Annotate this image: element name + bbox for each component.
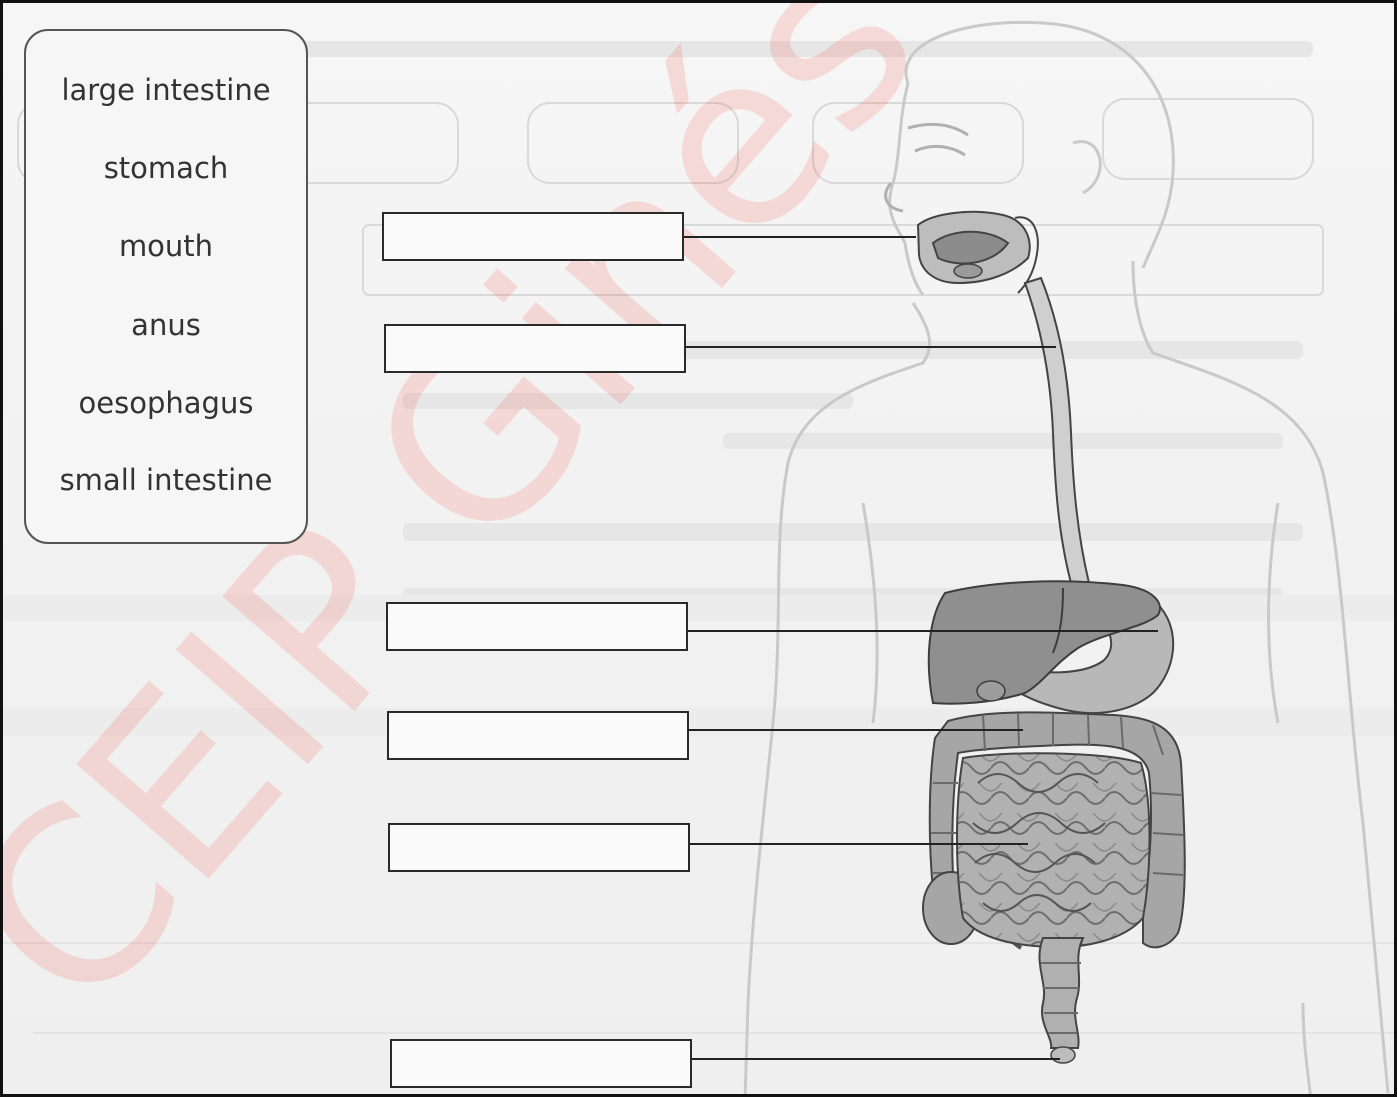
answer-box-mouth[interactable]	[382, 212, 684, 261]
word-bank: large intestine stomach mouth anus oesop…	[24, 29, 308, 544]
answer-box-oesophagus[interactable]	[384, 324, 686, 373]
word-large-intestine: large intestine	[26, 76, 306, 105]
face-features	[886, 124, 968, 211]
leader-line-anus	[692, 1058, 1060, 1060]
leader-line-small-intestine	[690, 843, 1028, 845]
leader-line-oesophagus	[686, 346, 1056, 348]
rectum-anus-organ	[1039, 938, 1083, 1063]
word-small-intestine: small intestine	[26, 466, 306, 495]
leader-line-mouth	[684, 236, 916, 238]
answer-box-small-intestine[interactable]	[388, 823, 690, 872]
leader-line-large-intestine	[689, 729, 1023, 731]
word-oesophagus: oesophagus	[26, 389, 306, 418]
word-anus: anus	[26, 311, 306, 340]
mouth-organ	[918, 212, 1038, 293]
word-stomach: stomach	[26, 154, 306, 183]
answer-box-anus[interactable]	[390, 1039, 692, 1088]
word-mouth: mouth	[26, 232, 306, 261]
small-intestine-organ	[957, 753, 1150, 947]
answer-box-stomach[interactable]	[386, 602, 688, 651]
leader-line-stomach	[688, 630, 1158, 632]
answer-box-large-intestine[interactable]	[387, 711, 689, 760]
oesophagus-organ	[1025, 278, 1089, 583]
